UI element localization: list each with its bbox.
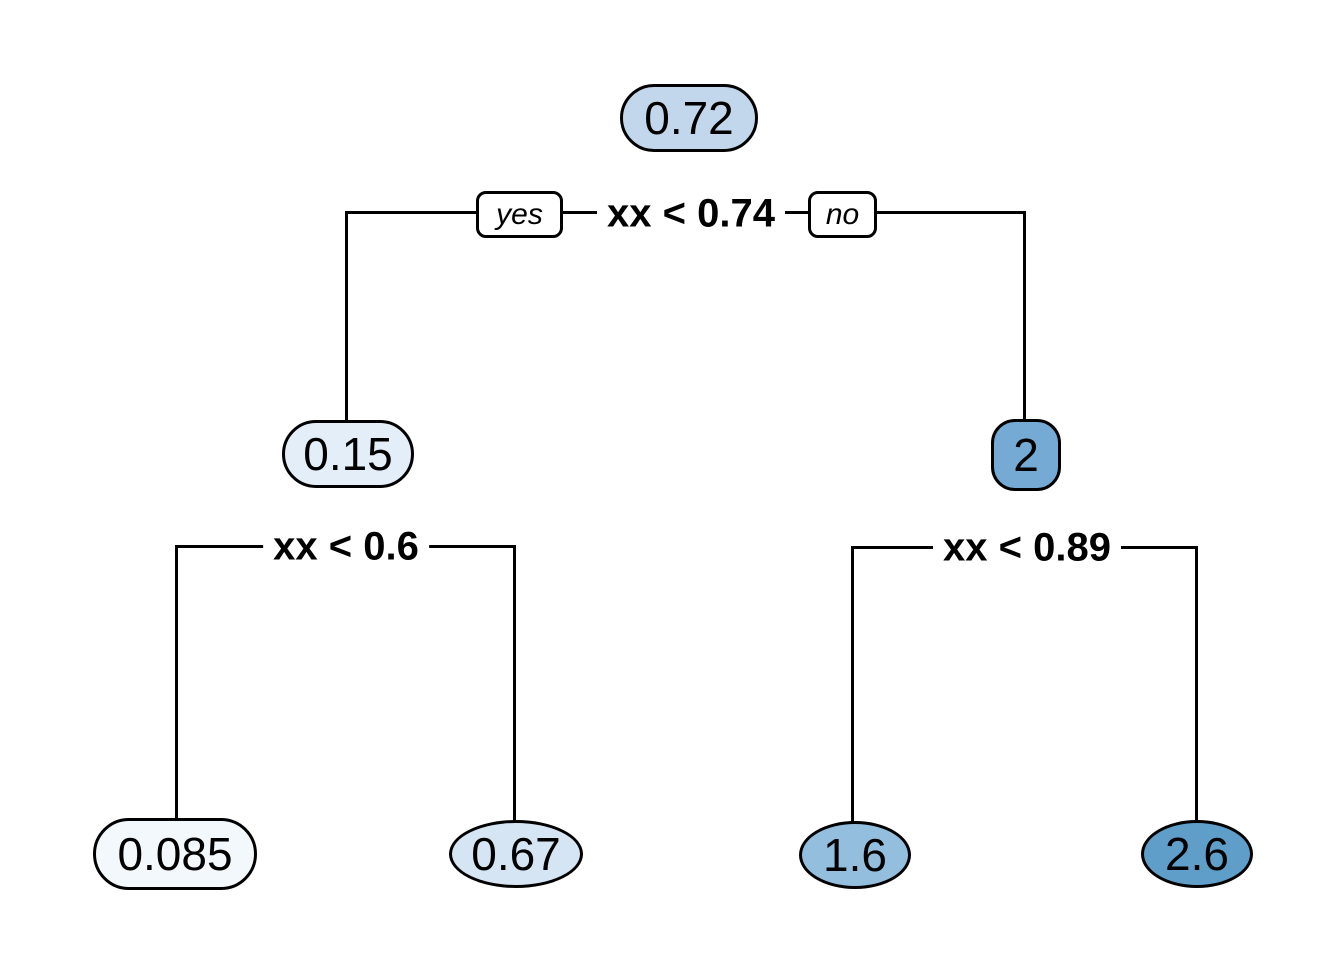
yes-badge-label: yes xyxy=(496,197,543,231)
tree-node-left-internal: 0.15 xyxy=(282,420,414,488)
tree-node-root: 0.72 xyxy=(620,84,758,152)
tree-leaf-far-left-label: 0.085 xyxy=(117,828,233,880)
right-split-condition: xx < 0.89 xyxy=(933,525,1121,571)
tree-leaf-mid-left-label: 0.67 xyxy=(471,828,561,880)
tree-leaf-mid-right: 1.6 xyxy=(799,821,911,889)
tree-leaf-mid-left: 0.67 xyxy=(449,820,583,888)
no-badge-label: no xyxy=(825,197,860,231)
branch-line-level1-left-vertical xyxy=(345,211,348,422)
branch-line-level2-right-inner-vertical xyxy=(851,546,854,823)
tree-node-right-internal-label: 2 xyxy=(1013,429,1039,481)
no-badge: no xyxy=(808,191,877,238)
tree-leaf-mid-right-label: 1.6 xyxy=(823,829,887,881)
tree-leaf-far-right: 2.6 xyxy=(1141,820,1253,888)
tree-node-root-label: 0.72 xyxy=(644,92,734,144)
tree-node-right-internal: 2 xyxy=(991,419,1061,491)
branch-line-level1-right-vertical xyxy=(1023,211,1026,420)
tree-node-left-internal-label: 0.15 xyxy=(303,428,393,480)
branch-line-level2-left-outer-vertical xyxy=(175,545,178,819)
tree-leaf-far-left: 0.085 xyxy=(93,818,257,890)
yes-badge: yes xyxy=(476,191,563,238)
branch-line-level2-right-outer-vertical xyxy=(1195,546,1198,822)
tree-leaf-far-right-label: 2.6 xyxy=(1165,828,1229,880)
branch-line-level2-left-inner-vertical xyxy=(513,545,516,822)
root-split-condition: xx < 0.74 xyxy=(597,191,785,237)
left-split-condition: xx < 0.6 xyxy=(263,524,429,570)
